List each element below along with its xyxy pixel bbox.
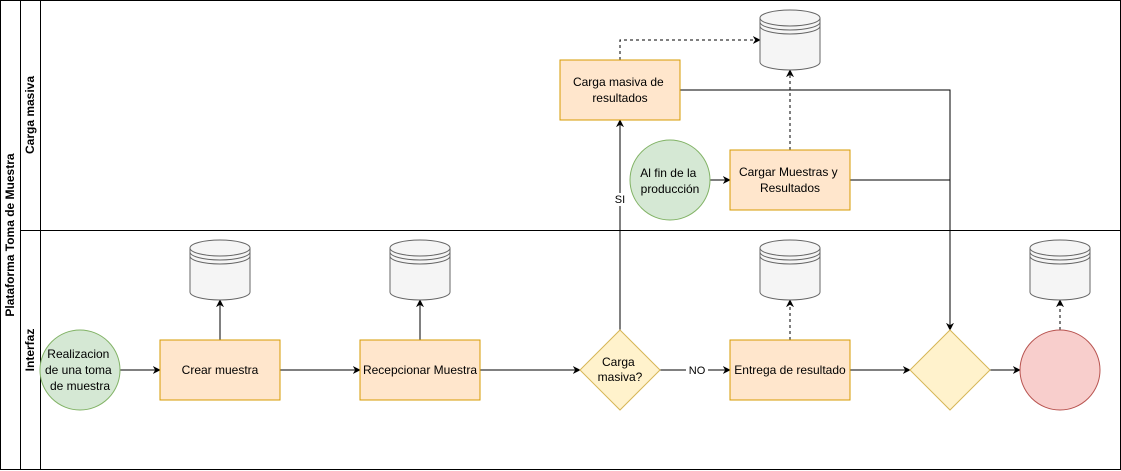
svg-text:Carga masiva?: Carga masiva? <box>598 355 643 384</box>
pool-label: Plataforma Toma de Muestra <box>3 153 17 316</box>
edge-carga-masiva-db <box>619 36 761 60</box>
svg-text:Recepcionar Muestra: Recepcionar Muestra <box>363 363 477 377</box>
database-icon <box>759 239 821 301</box>
no-label-bg <box>686 364 708 377</box>
svg-text:Entrega de resultado: Entrega de resultado <box>734 363 846 377</box>
database-icon <box>1029 239 1091 301</box>
edges <box>120 36 1064 374</box>
task-carga-masiva-resultados[interactable]: Carga masiva de resultados <box>559 59 681 121</box>
edge-label-no: NO <box>689 365 706 377</box>
svg-text:Realizacion de una toma: Realizacion de una toma de muestra <box>45 347 115 393</box>
svg-text:Carga masiva de resultad: Carga masiva de resultados <box>573 75 667 105</box>
edge-label-si: SI <box>615 194 625 206</box>
timer-event-fin-produccion[interactable]: Al fin de la producción <box>629 139 711 221</box>
lane-label-carga-masiva: Carga masiva <box>23 76 37 154</box>
task-crear-muestra[interactable]: Crear muestra <box>159 339 281 401</box>
svg-text:Al fin de la producción: Al fin de la producción <box>640 166 699 196</box>
svg-text:Crear muestra: Crear muestra <box>182 363 259 377</box>
task-entrega-resultado[interactable]: Entrega de resultado <box>729 339 851 401</box>
gateway-merge[interactable] <box>909 329 991 411</box>
si-label-bg <box>613 193 627 206</box>
edge-carga-masiva-gateway <box>680 89 954 331</box>
database-icon <box>189 239 251 301</box>
start-event[interactable]: Realizacion de una toma de muestra <box>39 329 121 411</box>
svg-text:Cargar Muestras y Result: Cargar Muestras y Resultados <box>739 165 841 195</box>
task-cargar-muestras-resultados[interactable]: Cargar Muestras y Resultados <box>729 149 851 211</box>
end-event[interactable] <box>1019 329 1101 411</box>
database-icon <box>759 9 821 71</box>
task-recepcionar-muestra[interactable]: Recepcionar Muestra <box>359 339 481 401</box>
gateway-carga-masiva[interactable]: Carga masiva? <box>579 329 661 411</box>
database-icon <box>389 239 451 301</box>
lane-label-interfaz: Interfaz <box>23 329 37 372</box>
